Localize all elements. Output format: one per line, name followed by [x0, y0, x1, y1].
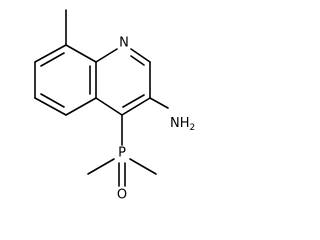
bond-double-c3-c4	[122, 94, 145, 108]
bond-c4-c4a	[95, 97, 123, 116]
amine-subscript: 2	[190, 123, 196, 133]
amine-nh: NH	[170, 116, 190, 131]
atom-label-ring-nitrogen: N	[119, 36, 129, 51]
bond-c5-c6	[34, 97, 67, 116]
atom-label-oxygen: O	[117, 188, 127, 203]
atom-label-phosphorus: P	[118, 146, 126, 161]
bond-double-c5-c6	[40, 93, 65, 108]
bond-c3-nh2	[149, 97, 169, 109]
bonds	[34, 9, 169, 187]
bond-double-c7-c8	[40, 52, 65, 67]
atom-label-amine: NH2	[170, 116, 195, 133]
bond-c8-c8a	[65, 44, 97, 63]
bond-p-methyl-left	[87, 158, 115, 175]
bond-n1-c2	[130, 48, 151, 63]
structure-diagram: N NH2 P O	[34, 9, 195, 203]
bond-c8a-n1	[95, 48, 118, 63]
bond-p-methyl-right	[129, 158, 157, 175]
atom-labels: N NH2 P O	[117, 36, 195, 203]
bond-c4a-c5	[65, 97, 97, 116]
bond-c7-c8	[34, 44, 67, 63]
bond-double-n1-c2	[130, 55, 145, 66]
bond-c3-c4	[121, 97, 151, 116]
